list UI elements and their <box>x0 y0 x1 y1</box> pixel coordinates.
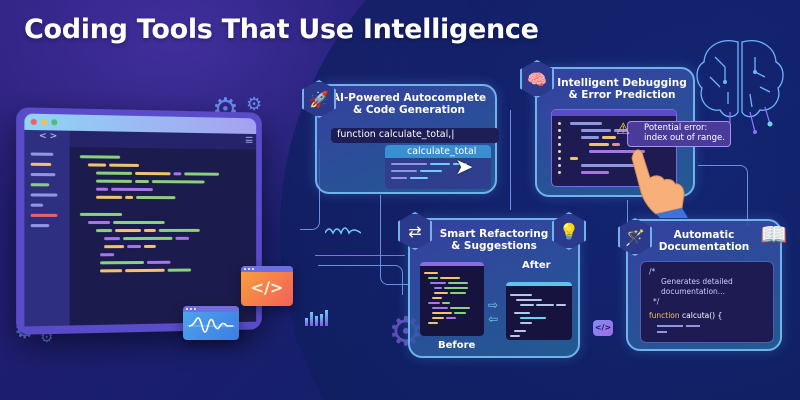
bar-chart-icon <box>305 310 328 326</box>
circuit-line <box>510 110 535 210</box>
circuit-line <box>698 165 748 225</box>
autocomplete-input[interactable]: function calculate_total,| <box>331 128 499 143</box>
autocomplete-dropdown[interactable]: calculate_total <box>385 145 491 189</box>
close-dot <box>31 119 37 125</box>
refactoring-title: Smart Refactoring & Suggestions <box>430 228 558 252</box>
before-code-panel <box>420 262 484 336</box>
maximize-dot <box>51 119 57 125</box>
waveform-icon <box>183 312 239 338</box>
code-tag-icon: </> <box>241 272 293 304</box>
before-label: Before <box>438 340 475 351</box>
autocomplete-suggestion[interactable]: calculate_total <box>385 145 491 158</box>
debugging-title: Intelligent Debugging & Error Prediction <box>553 77 691 101</box>
refactor-arrows-icon: ⇨⇦ <box>488 298 498 326</box>
documentation-title: Automatic Documentation <box>650 229 758 253</box>
menu-icon[interactable] <box>246 137 253 143</box>
mouse-cursor-icon: ➤ <box>455 155 473 180</box>
wave-icon <box>325 222 361 241</box>
documentation-code: /* Generates detailed documentation... *… <box>640 261 774 343</box>
autocomplete-title: AI-Powered Autocomplete & Code Generatio… <box>327 92 491 116</box>
page-title: Coding Tools That Use Intelligence <box>24 14 539 45</box>
book-icon: 📖 <box>760 223 787 248</box>
gear-icon-small: ⚙ <box>246 96 262 114</box>
after-code-panel <box>506 282 572 340</box>
pointing-hand-icon <box>630 148 674 208</box>
code-editor-window: < > <box>16 107 262 335</box>
editor-sidebar <box>24 130 69 327</box>
after-label: After <box>522 260 551 271</box>
minimize-dot <box>41 119 47 125</box>
error-tooltip: Potential error: index out of range. <box>627 121 731 147</box>
warning-icon: ⚠ <box>616 119 630 138</box>
waveform-window <box>183 306 239 340</box>
editor-code-area: < > <box>70 147 257 326</box>
code-chat-icon: </> <box>593 320 613 336</box>
code-tag-window: </> <box>241 266 293 306</box>
code-nav-icon: < > <box>39 131 57 141</box>
